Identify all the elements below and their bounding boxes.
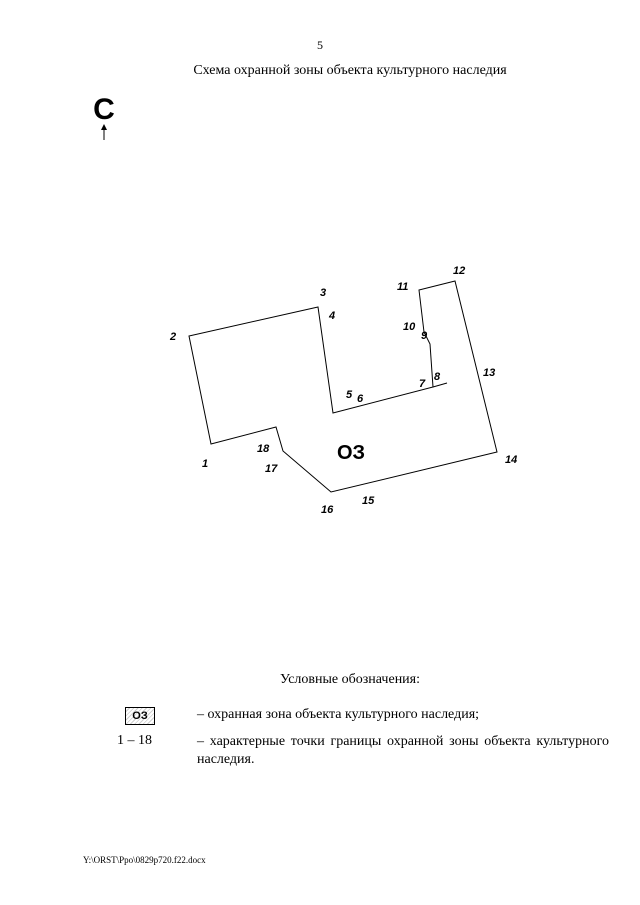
- point-label-6: 6: [357, 393, 364, 405]
- north-indicator: С: [92, 93, 116, 140]
- legend-zone-swatch: ОЗ: [125, 707, 155, 725]
- legend-points-desc: – характерные точки границы охранной зон…: [197, 734, 609, 767]
- zone-label: ОЗ: [337, 442, 365, 464]
- zone-inner-stroke: [432, 382, 448, 388]
- zone-boundary: [188, 280, 498, 493]
- point-label-11: 11: [397, 281, 408, 293]
- point-label-8: 8: [434, 371, 441, 383]
- point-label-7: 7: [419, 378, 426, 390]
- point-label-15: 15: [362, 495, 375, 507]
- point-label-3: 3: [320, 287, 326, 299]
- legend-points-range: 1 – 18: [117, 733, 152, 748]
- legend-zone-desc: – охранная зона объекта культурного насл…: [197, 707, 480, 722]
- zone-scheme: ОЗ 1 2 3 4 5 6 7 8 9 10 11 12 13 14 15 1…: [169, 265, 517, 516]
- document-title: Схема охранной зоны объекта культурного …: [193, 63, 507, 78]
- point-label-14: 14: [505, 454, 517, 466]
- page-number: 5: [317, 38, 323, 52]
- legend-row-zone: ОЗ – охранная зона объекта культурного н…: [0, 707, 640, 731]
- point-label-18: 18: [257, 443, 270, 455]
- point-label-10: 10: [403, 321, 416, 333]
- point-label-17: 17: [265, 463, 278, 475]
- point-label-4: 4: [328, 310, 335, 322]
- point-label-5: 5: [346, 389, 353, 401]
- point-label-13: 13: [483, 367, 495, 379]
- point-label-16: 16: [321, 504, 334, 516]
- legend-heading: Условные обозначения:: [279, 672, 421, 687]
- point-label-9: 9: [421, 330, 428, 342]
- north-arrow-icon: [101, 124, 107, 140]
- point-label-2: 2: [169, 331, 176, 343]
- north-letter: С: [93, 93, 115, 126]
- point-label-12: 12: [453, 265, 465, 277]
- point-label-1: 1: [202, 458, 208, 470]
- footer-file-path: Y:\ORST\Ppo\0829p720.f22.docx: [83, 855, 206, 865]
